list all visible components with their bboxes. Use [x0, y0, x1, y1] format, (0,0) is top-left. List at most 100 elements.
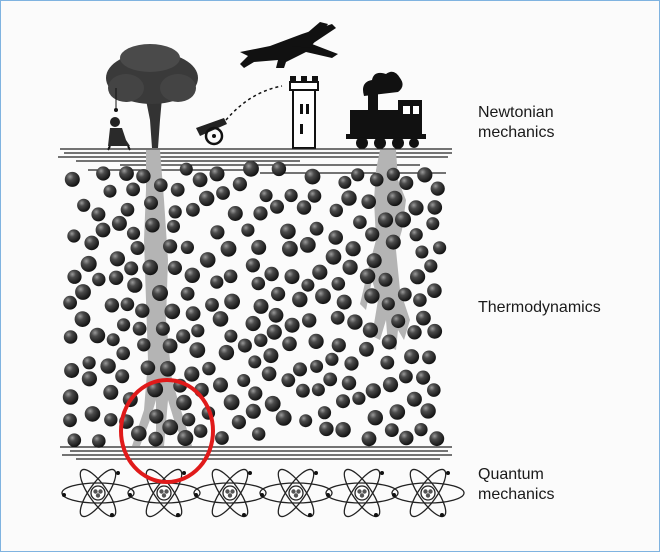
- molecule: [385, 234, 401, 250]
- molecule: [115, 369, 130, 384]
- molecule: [167, 219, 180, 233]
- molecule: [142, 259, 158, 276]
- molecule: [427, 283, 442, 299]
- molecule: [218, 344, 235, 361]
- molecule: [433, 241, 447, 255]
- molecule: [184, 267, 200, 283]
- molecule: [426, 217, 440, 231]
- airplane-icon: [240, 22, 338, 68]
- molecule: [271, 286, 286, 302]
- molecule: [427, 200, 443, 215]
- molecule: [319, 421, 334, 437]
- molecule: [245, 258, 260, 273]
- molecule: [63, 295, 77, 310]
- molecule: [284, 269, 300, 285]
- molecule: [365, 227, 380, 242]
- molecule: [341, 190, 357, 206]
- molecule: [130, 241, 145, 255]
- molecule: [331, 277, 346, 291]
- molecule: [220, 240, 237, 257]
- molecule: [282, 336, 297, 352]
- molecule: [280, 223, 296, 240]
- molecule: [64, 363, 80, 378]
- molecule: [64, 171, 80, 187]
- highlight-circle: [119, 378, 215, 484]
- molecule: [308, 333, 324, 349]
- molecule: [309, 221, 324, 236]
- molecule: [378, 272, 393, 287]
- molecule: [282, 240, 298, 257]
- molecule: [414, 423, 428, 437]
- molecule: [191, 324, 205, 338]
- molecule: [82, 356, 96, 370]
- molecule: [359, 341, 374, 357]
- molecule: [325, 249, 342, 265]
- molecule: [399, 430, 414, 446]
- molecule: [369, 172, 384, 187]
- molecule: [210, 275, 224, 289]
- molecule: [347, 314, 363, 330]
- molecule: [152, 285, 168, 301]
- molecule: [248, 386, 263, 401]
- molecule: [131, 425, 147, 442]
- molecule: [126, 226, 141, 240]
- molecule: [268, 307, 284, 323]
- molecule: [210, 225, 225, 240]
- molecule: [344, 356, 359, 371]
- molecule: [251, 239, 267, 255]
- molecule: [406, 391, 422, 407]
- molecule: [270, 199, 284, 214]
- molecule: [209, 166, 225, 182]
- quantum-boundary-lines: [60, 446, 452, 460]
- molecule: [301, 278, 315, 292]
- molecule: [264, 266, 279, 282]
- thermodynamics-molecules: [62, 160, 447, 448]
- molecule: [192, 172, 208, 188]
- quantum-atoms: [61, 468, 465, 518]
- molecule: [336, 294, 352, 310]
- molecule: [365, 383, 381, 399]
- molecule: [168, 205, 182, 219]
- molecule: [103, 384, 119, 400]
- molecule: [84, 406, 101, 422]
- molecule: [397, 287, 412, 302]
- molecule: [420, 403, 436, 419]
- molecule: [132, 321, 147, 336]
- label-thermodynamics: Thermodynamics: [478, 299, 601, 316]
- atom-icon: [61, 468, 135, 518]
- cannon-icon: [196, 85, 283, 146]
- molecule: [331, 338, 346, 353]
- molecule: [109, 251, 125, 267]
- molecule: [404, 349, 420, 365]
- molecule: [296, 383, 310, 398]
- molecule: [367, 410, 383, 426]
- molecule: [140, 360, 156, 376]
- molecule: [424, 259, 438, 273]
- molecule: [380, 355, 395, 370]
- molecule: [317, 406, 332, 420]
- molecule: [307, 189, 322, 203]
- label-quantum-mechanics: Quantum mechanics: [478, 466, 555, 503]
- molecule: [351, 168, 365, 182]
- molecule: [232, 177, 247, 192]
- atom-icon: [259, 468, 333, 518]
- molecule: [335, 422, 351, 438]
- molecule: [116, 346, 130, 361]
- molecule: [237, 374, 251, 387]
- molecule: [315, 288, 331, 305]
- molecule: [176, 329, 191, 344]
- molecule: [391, 314, 406, 329]
- molecule: [67, 269, 82, 284]
- molecule: [429, 431, 445, 447]
- molecule: [170, 182, 185, 197]
- molecule: [248, 355, 262, 369]
- molecule: [100, 358, 116, 374]
- molecule: [399, 176, 414, 190]
- molecule: [252, 427, 266, 441]
- molecule: [281, 373, 296, 388]
- molecule: [177, 430, 194, 446]
- molecule: [328, 230, 344, 245]
- molecule: [415, 245, 429, 259]
- molecule: [386, 167, 400, 181]
